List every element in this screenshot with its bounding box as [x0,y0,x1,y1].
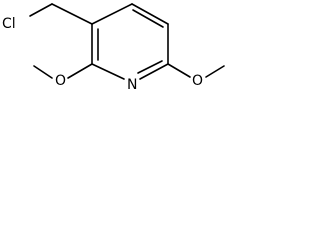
bond-c6-o-right [167,63,191,78]
atom-label-o-left: O [55,73,66,89]
bond-c4-c5-inner [132,9,164,28]
atom-label-cl: Cl [2,16,16,32]
chemical-structure: Cl N O O [2,3,225,92]
bond-ch2-c3 [51,3,93,25]
atom-label-o-right: O [192,73,203,89]
bond-c6-n [139,63,169,80]
bond-c4-c5 [131,3,169,25]
atom-label-n: N [127,77,137,92]
bond-o-right-ch3 [205,65,225,78]
bond-n-c2 [91,63,125,80]
bond-cl-ch2 [29,3,53,17]
bond-c6-n-inner [137,60,163,74]
bond-o-left-ch3 [33,65,53,79]
bond-c3-c4 [91,3,133,25]
bond-c2-o-left [67,63,93,79]
